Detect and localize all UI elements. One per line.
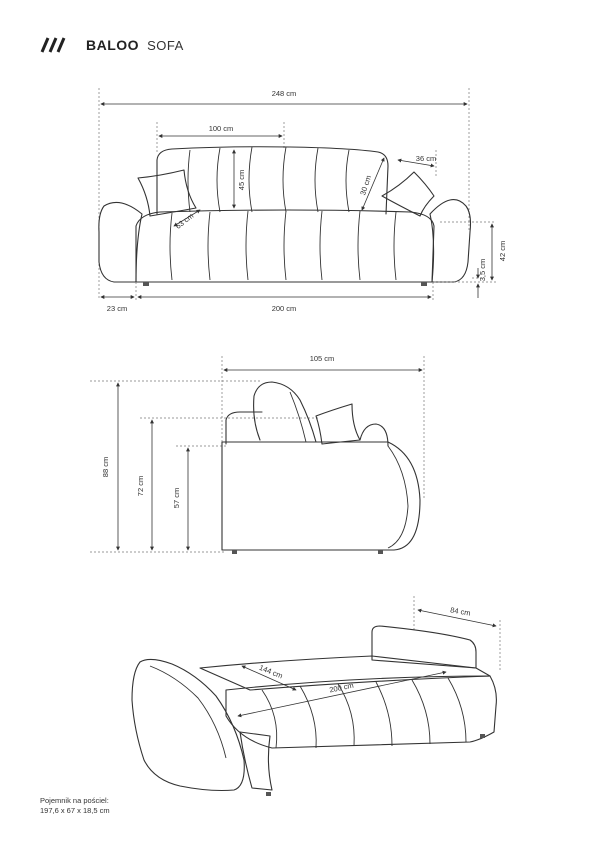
side-leg bbox=[378, 550, 383, 554]
bed-width-label: 144 cm bbox=[258, 663, 284, 681]
front-backrest bbox=[156, 146, 389, 215]
bed-front-armrest bbox=[131, 658, 245, 792]
total-height-label: 42 cm bbox=[498, 241, 507, 261]
front-leg bbox=[421, 282, 427, 286]
header: BALOO SOFA bbox=[38, 34, 184, 56]
side-total-height-label: 88 cm bbox=[101, 457, 110, 477]
seat-depth-dimension-line bbox=[173, 209, 201, 227]
seat-depth-label: 63 cm bbox=[174, 211, 196, 231]
back-depth-label: 84 cm bbox=[450, 605, 472, 617]
seat-height-label: 57 cm bbox=[172, 488, 181, 508]
sleeping-width-label: 200 cm bbox=[272, 304, 297, 313]
armrest-height-label: 72 cm bbox=[136, 476, 145, 496]
brand-name: BALOO bbox=[86, 37, 140, 53]
side-backrest bbox=[253, 381, 317, 443]
pillow-width-dimension-line bbox=[397, 158, 435, 168]
bed-leg bbox=[480, 734, 485, 738]
pillow-height-dimension-line bbox=[361, 157, 385, 211]
total-width-label: 248 cm bbox=[272, 89, 297, 98]
side-body bbox=[221, 441, 421, 551]
pillow-width-label: 36 cm bbox=[416, 154, 436, 163]
side-back-frame bbox=[225, 411, 263, 445]
backrest-height-label: 45 cm bbox=[237, 170, 246, 190]
bed-storage-drawer bbox=[239, 731, 273, 791]
seat-section-label: 100 cm bbox=[209, 124, 234, 133]
front-right-pillow bbox=[381, 171, 435, 217]
bed-leg bbox=[266, 792, 271, 796]
front-seat-cushion bbox=[135, 209, 435, 283]
pillow-height-label: 30 cm bbox=[358, 174, 373, 196]
back-depth-dimension-line bbox=[417, 608, 497, 628]
storage-dimensions: 197,6 x 67 x 18,5 cm bbox=[40, 806, 110, 815]
armrest-width-label: 23 cm bbox=[107, 304, 127, 313]
product-type: SOFA bbox=[147, 37, 184, 53]
storage-title: Pojemnik na pościel: bbox=[40, 796, 109, 805]
front-left-armrest bbox=[98, 201, 143, 283]
triple-slash-logo-icon bbox=[40, 37, 66, 53]
bed-back-armrest bbox=[371, 625, 477, 669]
bed-view: 84 cm 144 cm 200 cm bbox=[131, 596, 501, 796]
bed-length-dimension-line bbox=[237, 670, 447, 718]
depth-label: 105 cm bbox=[310, 354, 335, 363]
front-leg bbox=[143, 282, 149, 286]
front-view: 248 cm 100 cm bbox=[98, 88, 507, 313]
storage-footnote: Pojemnik na pościel: 197,6 x 67 x 18,5 c… bbox=[40, 796, 110, 816]
front-right-armrest bbox=[429, 199, 472, 283]
side-leg bbox=[232, 550, 237, 554]
leg-height-label: 3,5 cm bbox=[478, 259, 487, 282]
bed-mattress bbox=[225, 675, 497, 749]
front-left-pillow bbox=[137, 169, 197, 217]
side-armrest bbox=[359, 423, 389, 447]
side-pillow bbox=[315, 403, 361, 445]
side-view: 105 cm 88 cm 72 cm 57 cm bbox=[90, 354, 425, 554]
